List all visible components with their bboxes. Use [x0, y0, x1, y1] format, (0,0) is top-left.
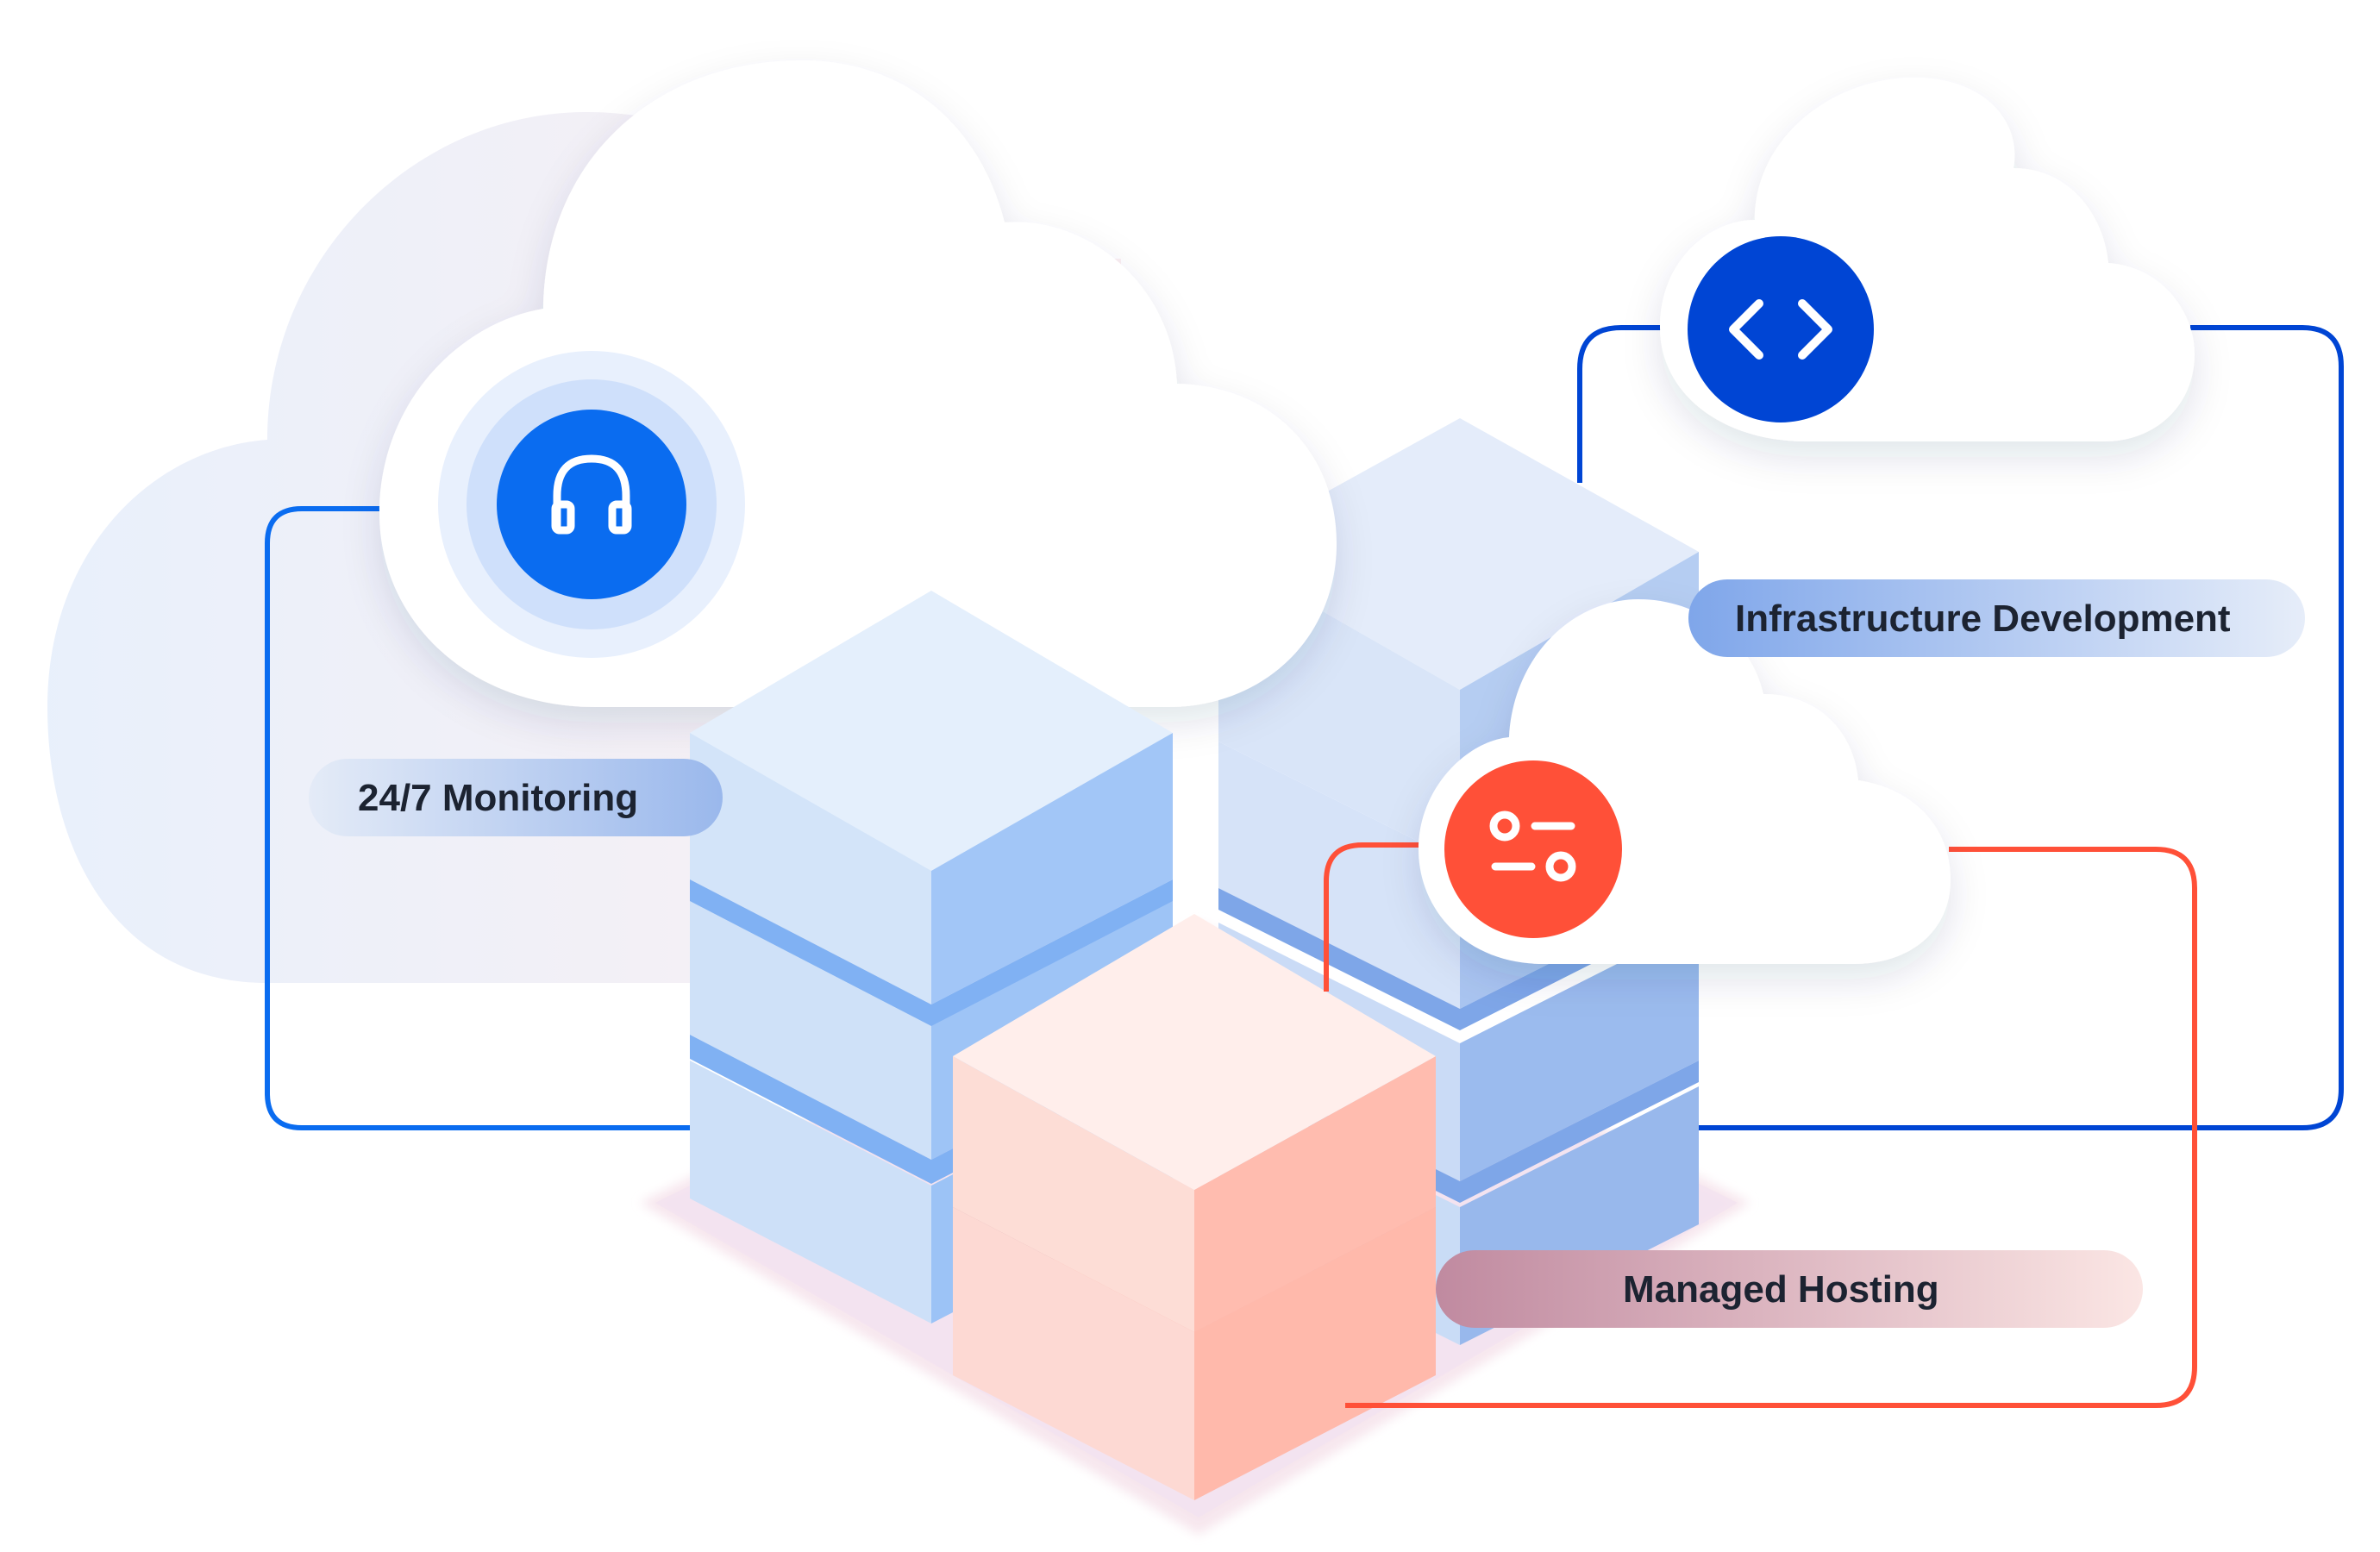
monitoring-label-pill [309, 759, 723, 836]
code-brackets-icon [1729, 299, 1832, 360]
hosting-label-text: Managed Hosting [1623, 1268, 1939, 1311]
monitoring-connector [265, 506, 690, 1130]
hosting-label-pill [1436, 1250, 2143, 1328]
headphones-icon [551, 454, 632, 535]
monitoring-label: 24/7 Monitoring [309, 759, 723, 836]
monitoring-label-text: 24/7 Monitoring [358, 777, 638, 819]
infrastructure-icon-badge [1688, 236, 1874, 422]
monitoring-icon-badge [438, 351, 745, 658]
server-tower-front [953, 914, 1436, 1500]
hosting-connector [1324, 842, 1449, 992]
hosting-label: Managed Hosting [1436, 1250, 2143, 1328]
infrastructure-label: Infrastructure Development [1688, 579, 2305, 657]
hosting-icon-badge [1432, 748, 1634, 950]
infrastructure-label-pill [1688, 579, 2305, 657]
infrastructure-label-text: Infrastructure Development [1735, 598, 2231, 640]
sliders-toggle-icon [1489, 810, 1576, 882]
infrastructure-connector [1577, 325, 1690, 483]
